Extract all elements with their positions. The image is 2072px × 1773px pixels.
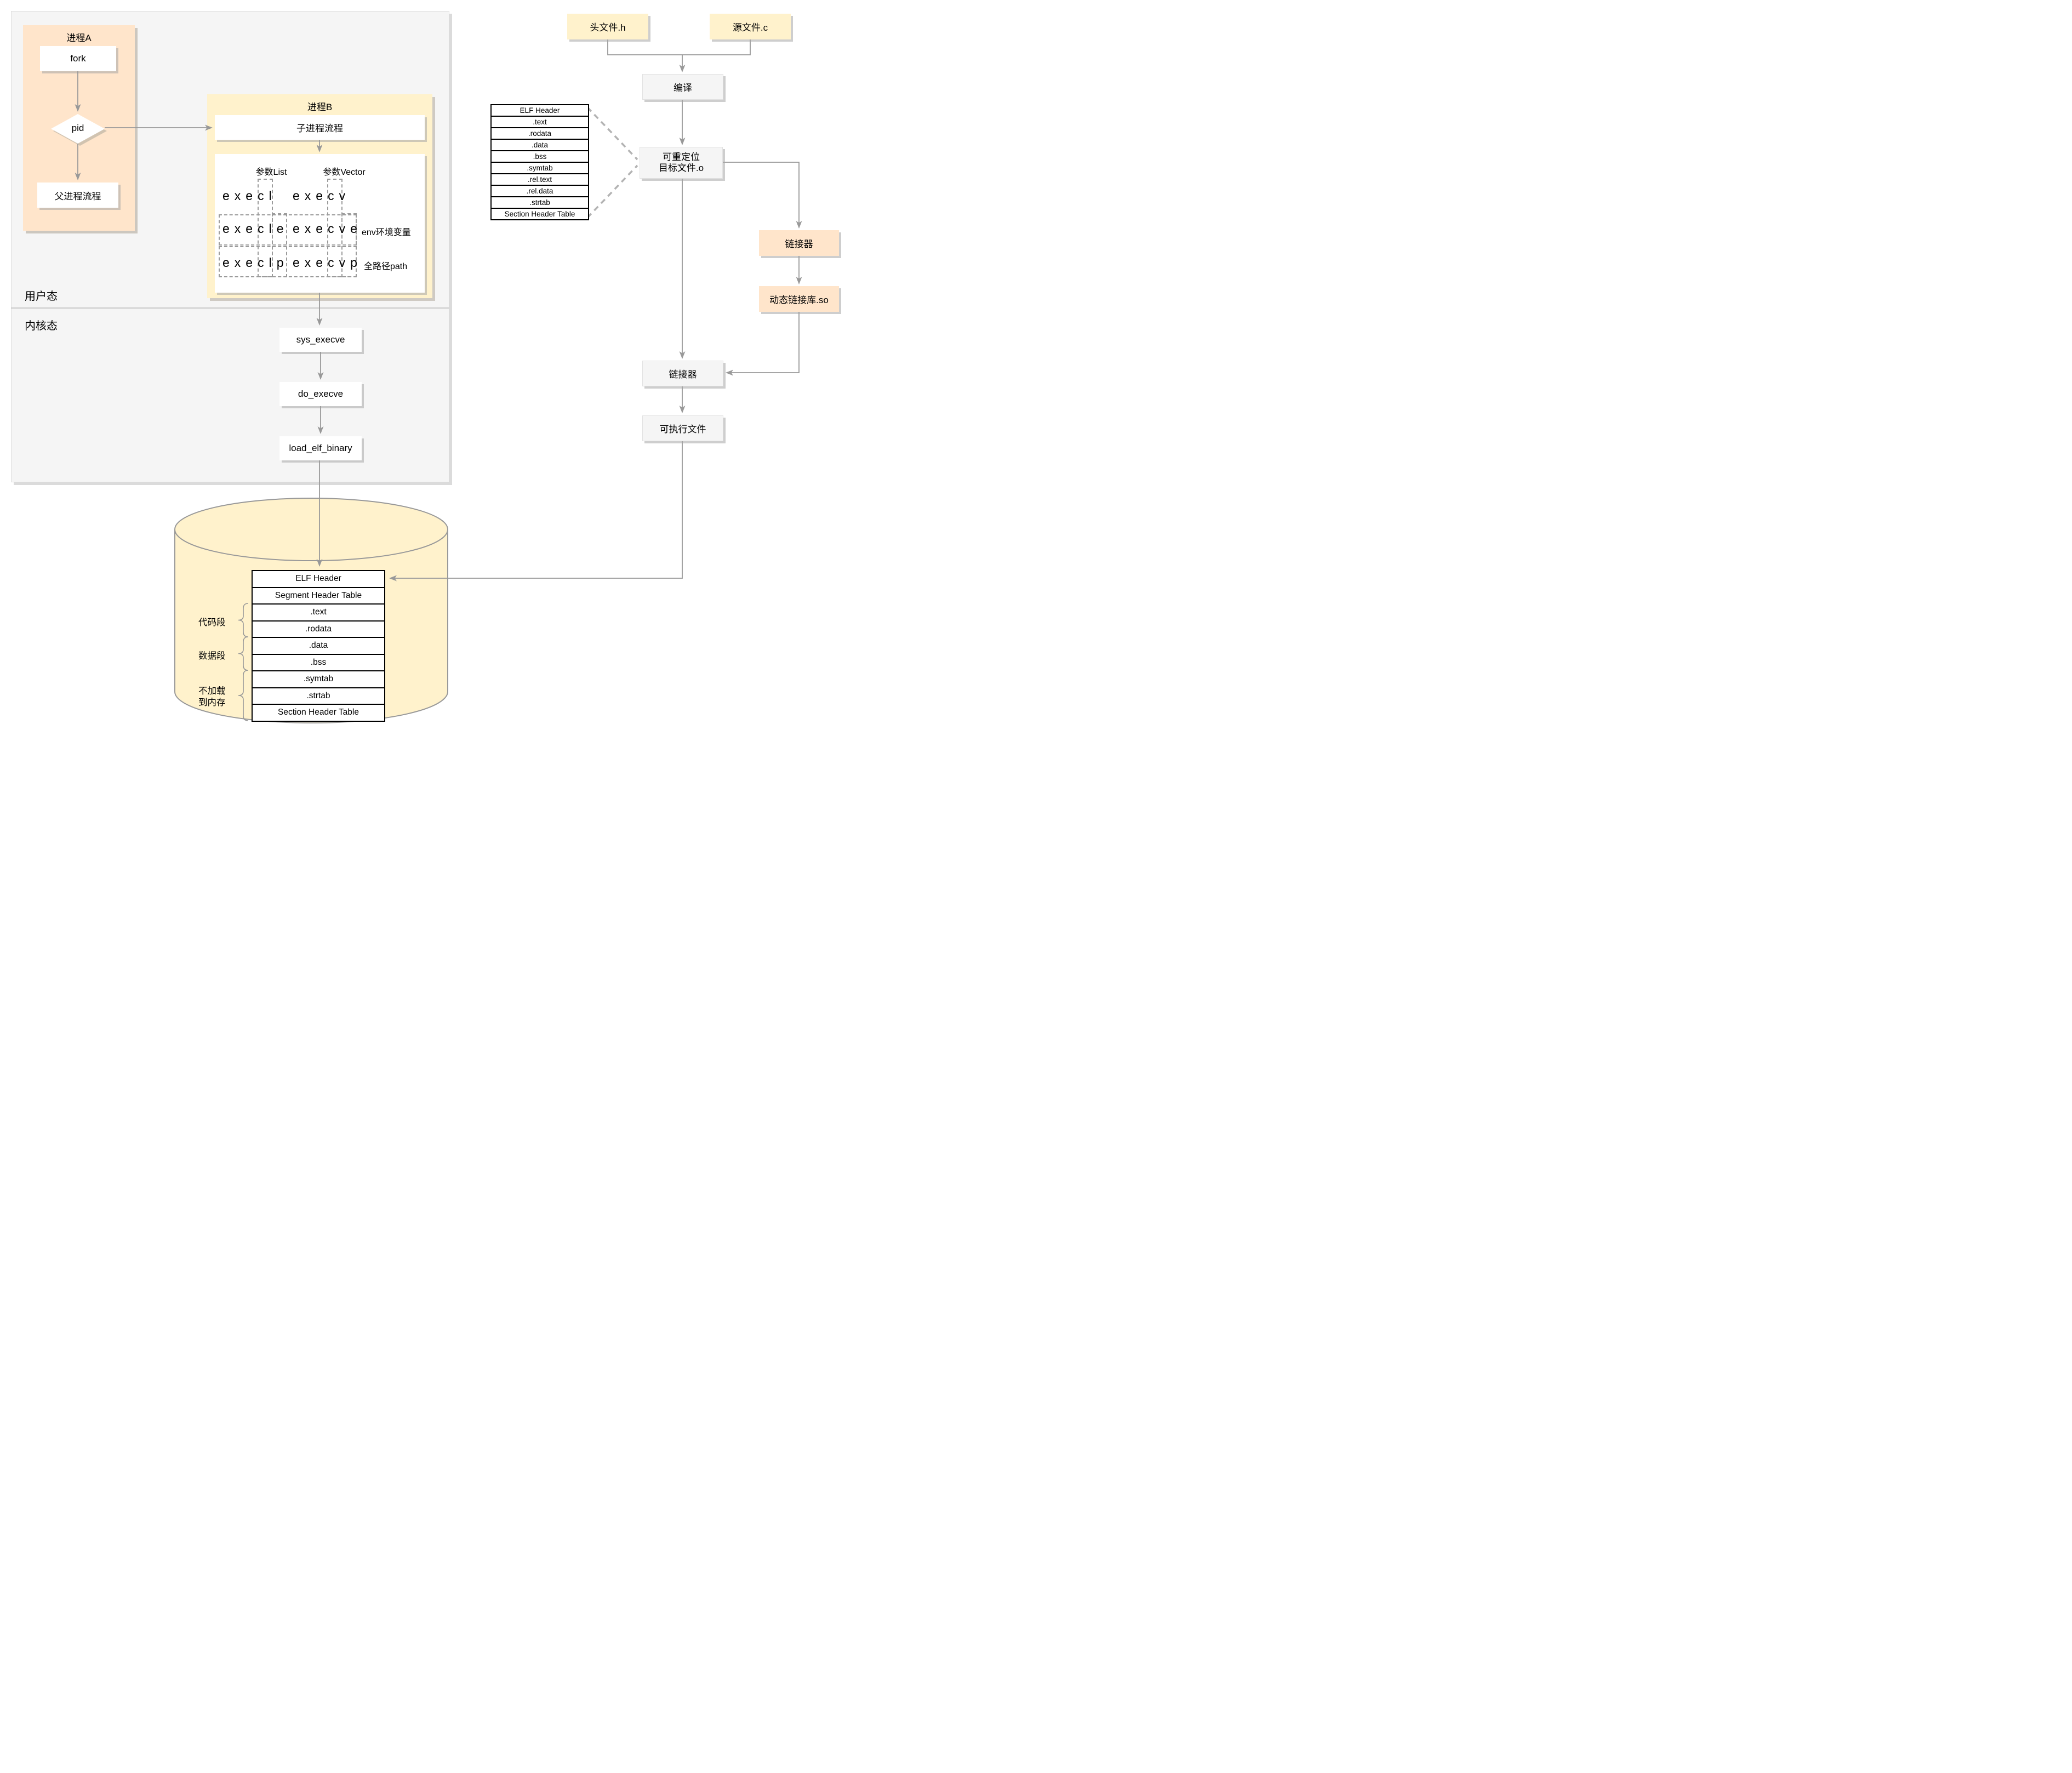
object-table-row: .bss: [492, 150, 588, 162]
fork-box: fork: [40, 46, 116, 71]
child-flow-box: 子进程流程: [215, 115, 425, 140]
relocatable-object-box: 可重定位 目标文件.o: [640, 147, 723, 179]
noload-label-line1: 不加载: [198, 686, 226, 696]
execvp-label: execvp: [293, 255, 362, 270]
dashed-objtable-bottom: [586, 164, 638, 219]
parent-flow-box: 父进程流程: [37, 183, 118, 208]
object-table-row: ELF Header: [520, 106, 560, 115]
dashed-objtable-top: [586, 106, 638, 161]
linker-box: 链接器: [642, 361, 723, 386]
data-seg-label: 数据段: [198, 651, 226, 661]
exec-family-box: [215, 154, 425, 293]
compile-box: 编译: [642, 74, 723, 100]
process-a-title: 进程A: [66, 33, 92, 43]
execv-label: execv: [293, 189, 351, 203]
object-table-row: .symtab: [492, 162, 588, 173]
disk-elf-table: ELF Header Segment Header Table .text .r…: [252, 570, 385, 722]
header-file-box: 头文件.h: [567, 14, 648, 39]
load-elf-binary-box: load_elf_binary: [279, 436, 362, 460]
path-note: 全路径path: [364, 262, 408, 271]
process-b-title: 进程B: [307, 102, 333, 112]
disk-table-row: Segment Header Table: [253, 586, 384, 604]
noload-brace: [238, 670, 249, 721]
param-vector-label: 参数Vector: [323, 168, 366, 177]
object-table-row: .data: [492, 139, 588, 150]
execle-label: execle: [222, 221, 289, 236]
source-file-box: 源文件.c: [710, 14, 791, 39]
env-note: env环境变量: [362, 228, 411, 237]
data-seg-brace: [238, 636, 249, 671]
object-table-row: .rel.text: [492, 173, 588, 185]
object-elf-table: ELF Header .text .rodata .data .bss .sym…: [490, 104, 589, 220]
param-list-label: 参数List: [255, 168, 287, 177]
diagram-canvas: 用户态 内核态 进程A fork 父进程流程 进程B 子进程流程 参数List …: [0, 0, 847, 725]
relocatable-line1: 可重定位: [663, 152, 700, 162]
disk-table-row: .strtab: [253, 687, 384, 704]
noload-label-line2: 到内存: [198, 698, 226, 708]
execve-label: execve: [293, 221, 362, 236]
env-row-dashes: [219, 214, 357, 246]
object-table-row: .strtab: [492, 196, 588, 208]
pid-label: pid: [71, 123, 84, 133]
sys-execve-box: sys_execve: [279, 328, 362, 352]
execl-label: execl: [222, 189, 277, 203]
dynamic-lib-box: 动态链接库.so: [759, 286, 839, 312]
object-table-row: .rel.data: [492, 185, 588, 196]
object-table-row: .rodata: [492, 127, 588, 139]
mode-divider: [11, 307, 449, 309]
merge-header-source: [607, 39, 751, 55]
code-seg-label: 代码段: [198, 618, 226, 628]
disk-table-row: .rodata: [253, 620, 384, 637]
arrow-reloc-to-dynlinker: [722, 162, 802, 229]
arrow-executable-to-disk: [389, 440, 683, 582]
disk-table-row: .text: [253, 603, 384, 620]
object-table-row: Section Header Table: [492, 208, 588, 219]
execlp-label: execlp: [222, 255, 289, 270]
pid-diamond: [51, 114, 107, 146]
object-table-row: .text: [492, 116, 588, 127]
code-seg-brace: [238, 603, 249, 637]
dynamic-linker-box: 链接器: [759, 230, 839, 256]
disk-table-row: Section Header Table: [253, 704, 384, 721]
executable-box: 可执行文件: [642, 415, 723, 441]
relocatable-line2: 目标文件.o: [658, 163, 704, 173]
disk-table-row: .data: [253, 637, 384, 654]
user-mode-label: 用户态: [25, 290, 58, 303]
disk-table-row: ELF Header: [295, 574, 341, 584]
path-row-dashes: [219, 246, 357, 277]
kernel-mode-label: 内核态: [25, 320, 58, 332]
disk-table-row: .bss: [253, 653, 384, 671]
arrow-dynlib-to-linker: [726, 312, 800, 376]
do-execve-box: do_execve: [279, 382, 362, 406]
disk-table-row: .symtab: [253, 670, 384, 687]
